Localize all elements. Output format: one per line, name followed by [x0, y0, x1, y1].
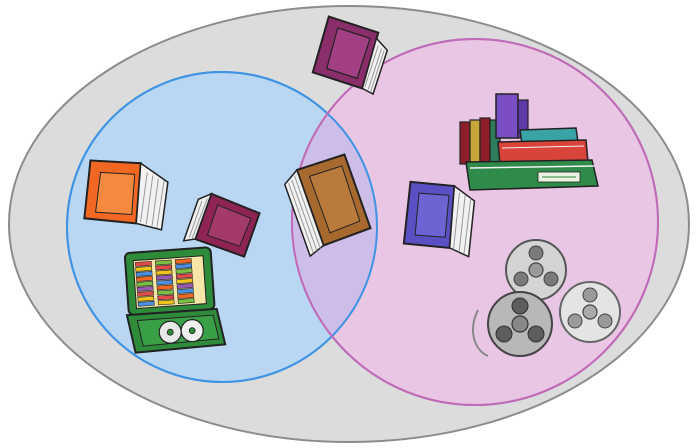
- cd-case-icon: [123, 246, 227, 354]
- brown-book-icon: [283, 153, 372, 258]
- book-stack-icon: [459, 93, 599, 191]
- left-set-outline-over-overlap: [66, 71, 378, 383]
- purple-book-icon: [311, 15, 389, 96]
- film-reels-icon: [472, 239, 621, 357]
- right-set-outline: [291, 38, 659, 406]
- blue-book-icon: [402, 180, 476, 258]
- maroon-book-icon: [182, 192, 261, 258]
- orange-book-icon: [83, 159, 169, 231]
